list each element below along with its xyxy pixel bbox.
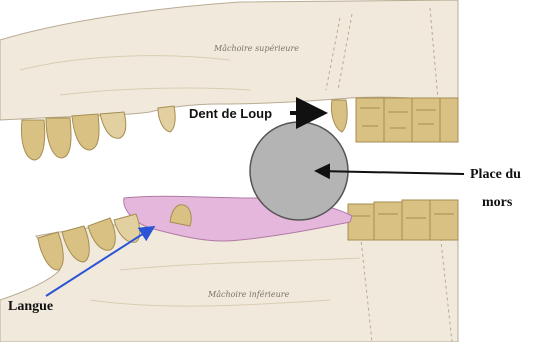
wolf-tooth-label: Dent de Loup xyxy=(189,106,272,121)
upper-jaw-label: Mâchoire supérieure xyxy=(213,44,299,53)
upper-canine xyxy=(158,106,175,132)
upper-incisors xyxy=(22,112,126,160)
lower-jaw-label: Mâchoire inférieure xyxy=(207,290,290,299)
wolf-tooth xyxy=(331,100,347,132)
upper-molars xyxy=(356,98,458,142)
lower-molars xyxy=(348,200,458,240)
bit-place-label-line2: mors xyxy=(482,195,513,210)
tongue-label: Langue xyxy=(8,299,53,314)
bit-place-label-line1: Place du xyxy=(470,167,521,182)
